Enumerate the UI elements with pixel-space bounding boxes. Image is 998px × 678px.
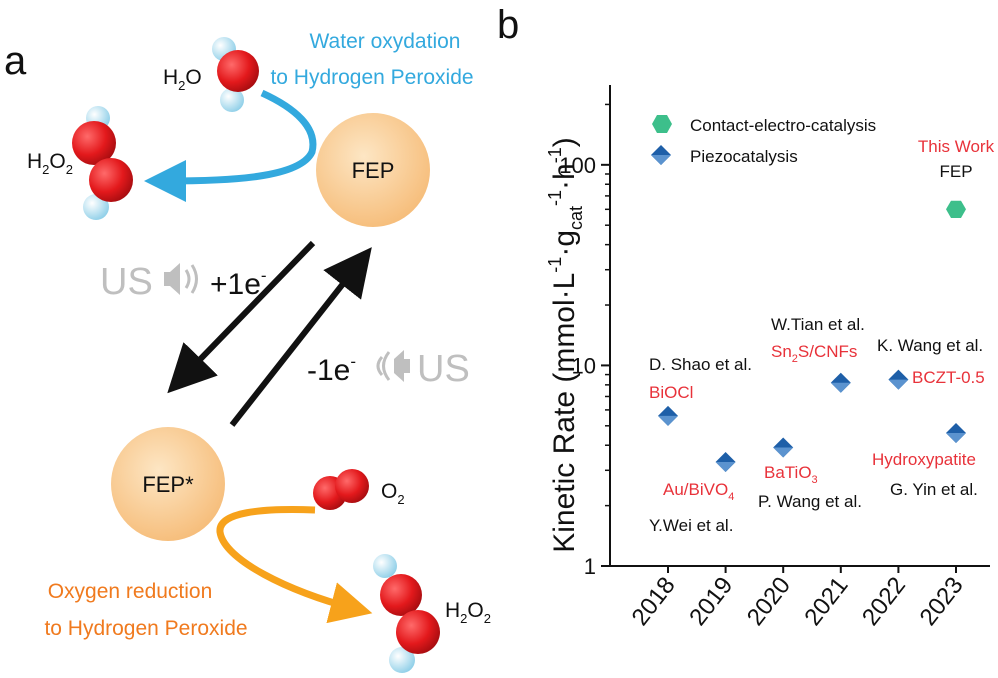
oxidation-arrow	[229, 247, 372, 427]
fep-sphere	[316, 113, 430, 227]
annotation-fep: FEP	[939, 162, 972, 181]
legend-piezocatalysis: Piezocatalysis	[690, 147, 798, 166]
panel-a-label: a	[4, 39, 27, 83]
legend-hexagon-marker	[652, 115, 672, 133]
data-points	[658, 200, 966, 472]
h2o-label: H2O	[163, 66, 202, 93]
legend-diamond-marker	[651, 145, 671, 165]
annotation-wei: Y.Wei et al.	[649, 516, 733, 535]
speaker-left-icon	[164, 263, 198, 295]
h2o2-right-molecule	[373, 554, 440, 673]
reduction-arrow	[167, 240, 316, 394]
x-tick-label: 2023	[915, 572, 969, 631]
o2-molecule	[313, 469, 369, 510]
panel-b: b Kinetic Rate (mmol·L-1·gcat-1·h-1) 1 10…	[497, 3, 995, 631]
us-right-label: US	[417, 348, 470, 390]
y-tick-label: 100	[559, 153, 596, 178]
plus-electron-label: +1e-	[210, 266, 267, 301]
panel-a: a Water oxydation to Hydrogen Peroxide H…	[4, 30, 491, 673]
oxygen-reduction-arrow	[216, 506, 373, 624]
x-tick-label: 2021	[799, 572, 853, 631]
us-left-label: US	[100, 261, 153, 303]
x-tick-label: 2019	[684, 572, 738, 631]
legend-contact-electro-catalysis: Contact-electro-catalysis	[690, 116, 876, 135]
point-piezo-2018	[658, 405, 678, 426]
h2o2-left-label: H2O2	[27, 150, 73, 177]
annotation-this-work: This Work	[918, 137, 995, 156]
fep-star-sphere	[111, 427, 225, 541]
point-piezo-2019	[715, 451, 736, 472]
h2o2-left-molecule	[72, 106, 133, 220]
x-tick-label: 2022	[857, 572, 911, 631]
oxygen-reduction-line2: to Hydrogen Peroxide	[44, 617, 247, 640]
point-piezo-2022	[888, 369, 909, 390]
annotation-sn2s: Sn2S/CNFs	[771, 342, 857, 365]
point-piezo-2021	[830, 372, 851, 393]
x-tick-label: 2018	[627, 572, 681, 631]
annotations: This Work FEP D. Shao et al. BiOCl Au/Bi…	[649, 137, 995, 535]
legend: Contact-electro-catalysis Piezocatalysis	[651, 115, 876, 166]
annotation-biocl: BiOCl	[649, 383, 693, 402]
water-oxidation-line2: to Hydrogen Peroxide	[270, 66, 473, 89]
annotation-shao: D. Shao et al.	[649, 355, 752, 374]
annotation-hydroxypatite: Hydroxypatite	[872, 450, 976, 469]
y-tick-label: 10	[572, 353, 596, 378]
annotation-batio3: BaTiO3	[764, 463, 818, 486]
point-piezo-2020	[773, 437, 794, 458]
y-tick-label: 1	[584, 554, 596, 579]
annotation-yin: G. Yin et al.	[890, 480, 978, 499]
water-oxidation-line1: Water oxydation	[310, 30, 461, 53]
water-oxidation-arrow	[144, 89, 317, 202]
x-tick-label: 2020	[742, 572, 796, 631]
y-axis-label: Kinetic Rate (mmol·L-1·gcat-1·h-1)	[545, 137, 586, 553]
minus-electron-label: -1e-	[307, 352, 356, 387]
oxygen-reduction-line1: Oxygen reduction	[48, 580, 213, 603]
annotation-tian: W.Tian et al.	[771, 315, 865, 334]
h2o2-right-label: H2O2	[445, 599, 491, 626]
h2o-molecule	[212, 37, 259, 112]
annotation-kwang: K. Wang et al.	[877, 336, 983, 355]
point-contact-electro-2023	[946, 200, 966, 218]
panel-b-label: b	[497, 3, 519, 47]
annotation-au-bivo4: Au/BiVO4	[663, 480, 734, 503]
annotation-bczt: BCZT-0.5	[912, 368, 985, 387]
speaker-right-icon	[376, 350, 410, 382]
fep-label: FEP	[352, 158, 395, 183]
o2-label: O2	[381, 480, 405, 507]
y-ticks: 1 10 100	[559, 103, 610, 579]
point-piezo-2023	[946, 423, 966, 444]
annotation-pwang: P. Wang et al.	[758, 492, 862, 511]
fep-star-label: FEP*	[142, 472, 194, 497]
